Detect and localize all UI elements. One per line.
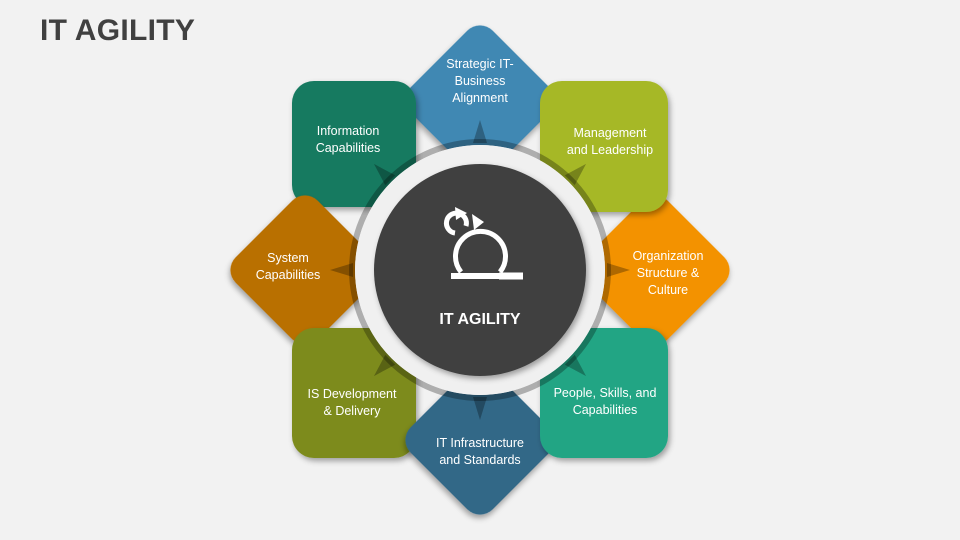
segment-strategic[interactable] — [398, 18, 562, 182]
agile-cycle-icon — [443, 210, 523, 280]
label-strategic: Strategic IT- Business Alignment — [446, 57, 513, 105]
agile-arrowheads — [455, 207, 484, 230]
page-title: IT AGILITY — [40, 14, 196, 47]
svg-text:Alignment: Alignment — [452, 91, 508, 105]
svg-text:Management: Management — [574, 126, 647, 140]
segment-management[interactable] — [540, 81, 668, 212]
svg-text:People, Skills, and: People, Skills, and — [554, 386, 657, 400]
svg-text:Capabilities: Capabilities — [573, 403, 638, 417]
svg-text:Capabilities: Capabilities — [256, 268, 321, 282]
svg-text:Information: Information — [317, 124, 380, 138]
label-system: System Capabilities — [256, 251, 321, 282]
svg-text:IS Development: IS Development — [308, 387, 397, 401]
label-information: Information Capabilities — [316, 124, 381, 155]
svg-text:and Standards: and Standards — [439, 453, 520, 467]
svg-text:and Leadership: and Leadership — [567, 143, 653, 157]
segment-infrastructure[interactable] — [398, 358, 562, 522]
segment-system[interactable] — [223, 188, 387, 352]
svg-text:& Delivery: & Delivery — [324, 404, 382, 418]
center-label: IT AGILITY — [439, 311, 521, 328]
svg-text:IT Infrastructure: IT Infrastructure — [436, 436, 524, 450]
label-isdev: IS Development & Delivery — [308, 387, 397, 418]
svg-text:System: System — [267, 251, 309, 265]
svg-text:Capabilities: Capabilities — [316, 141, 381, 155]
label-management: Management and Leadership — [567, 126, 653, 157]
segment-organization[interactable] — [573, 188, 737, 352]
segment-people[interactable] — [540, 328, 668, 458]
svg-text:Strategic IT-: Strategic IT- — [446, 57, 513, 71]
segment-information[interactable] — [292, 81, 416, 207]
center-circle — [374, 164, 586, 376]
svg-text:Organization: Organization — [633, 249, 704, 263]
svg-text:Culture: Culture — [648, 283, 688, 297]
notch-pointers — [330, 120, 630, 420]
svg-text:Business: Business — [455, 74, 506, 88]
label-organization: Organization Structure & Culture — [633, 249, 704, 297]
label-people: People, Skills, and Capabilities — [554, 386, 657, 417]
segment-isdev[interactable] — [292, 328, 416, 458]
label-infrastructure: IT Infrastructure and Standards — [436, 436, 524, 467]
svg-text:Structure &: Structure & — [637, 266, 700, 280]
